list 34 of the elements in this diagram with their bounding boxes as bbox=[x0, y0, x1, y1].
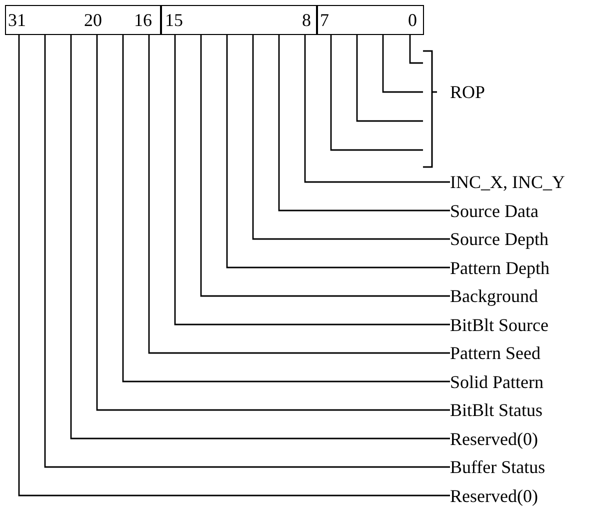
field-label: Source Depth bbox=[450, 229, 548, 249]
bit-number: 0 bbox=[408, 9, 417, 31]
field-label: BitBlt Status bbox=[450, 400, 543, 420]
leader-line bbox=[330, 35, 423, 151]
leader-line bbox=[356, 35, 423, 122]
leader-line bbox=[278, 35, 450, 212]
field-label: Buffer Status bbox=[450, 457, 546, 477]
field-label: Reserved(0) bbox=[450, 428, 538, 448]
bit-number: 16 bbox=[134, 9, 152, 31]
field-label: ROP bbox=[450, 82, 486, 102]
bit-number: 8 bbox=[302, 9, 311, 31]
leader-line bbox=[409, 35, 423, 64]
leader-line bbox=[382, 35, 423, 93]
register-field bbox=[5, 5, 161, 35]
bit-number: 15 bbox=[165, 9, 183, 31]
field-label: Pattern Depth bbox=[450, 258, 550, 278]
register-field bbox=[161, 5, 317, 35]
field-label: BitBlt Source bbox=[450, 314, 548, 334]
bit-number: 7 bbox=[320, 9, 329, 31]
field-label: INC_X, INC_Y bbox=[450, 172, 565, 192]
leader-line bbox=[304, 35, 450, 183]
leader-line bbox=[226, 35, 450, 268]
bit-number: 31 bbox=[8, 9, 26, 31]
field-label: Background bbox=[450, 286, 538, 306]
field-label: Reserved(0) bbox=[450, 486, 538, 506]
field-label: Pattern Seed bbox=[450, 343, 540, 363]
field-label: Source Data bbox=[450, 200, 538, 220]
leader-line bbox=[148, 35, 450, 354]
register-field bbox=[317, 5, 424, 35]
field-label: Solid Pattern bbox=[450, 372, 544, 392]
leader-line bbox=[252, 35, 450, 240]
bit-number: 20 bbox=[84, 9, 102, 31]
leader-line bbox=[174, 35, 450, 326]
leader-line bbox=[200, 35, 450, 297]
